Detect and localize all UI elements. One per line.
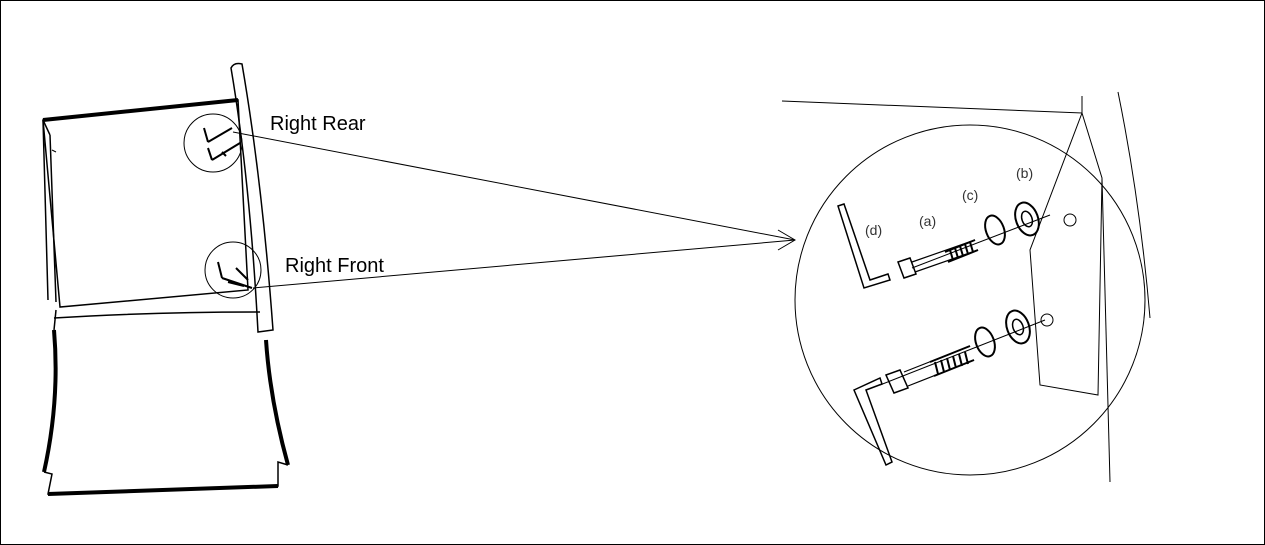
bottom-bolt-thread: [929, 345, 975, 377]
rear-fastener-sketch: [203, 127, 241, 161]
lower-body-right: [264, 339, 290, 466]
lower-base-line: [47, 484, 279, 496]
panel-left-inner: [51, 149, 57, 153]
top-hex-key-d: [837, 203, 891, 289]
part-label-c: (c): [962, 187, 978, 203]
bracket-vertical-line: [1101, 177, 1111, 483]
label-right-rear: Right Rear: [270, 113, 366, 135]
detail-magnify-circle: [794, 124, 1146, 476]
detail-view: [781, 91, 1151, 483]
lower-top-edge: [53, 311, 261, 319]
part-label-d: (d): [865, 222, 882, 238]
detail-top-line: [781, 96, 1083, 114]
label-right-front: Right Front: [285, 255, 384, 277]
part-label-b: (b): [1016, 165, 1033, 181]
callout-arrowhead: [777, 229, 796, 251]
front-fastener-sketch: [217, 261, 253, 289]
bottom-hex-key: [853, 376, 893, 467]
panel-left-side: [42, 119, 57, 303]
top-center-axis: [911, 214, 1051, 269]
bottom-lock-washer: [974, 326, 996, 358]
lower-body-left-thin: [53, 309, 57, 331]
bottom-center-axis: [879, 319, 1046, 386]
top-lock-washer-c: [984, 214, 1006, 246]
top-flat-washer-b-inner: [1020, 210, 1034, 228]
bottom-flat-washer: [1005, 309, 1031, 345]
mounting-bracket: [1029, 111, 1103, 396]
detail-right-line: [1117, 91, 1151, 319]
callout-rear-line: [232, 131, 796, 241]
bottom-flat-washer-inner: [1011, 318, 1025, 336]
part-label-a: (a): [919, 213, 936, 229]
side-rail: [230, 62, 274, 333]
bracket-hole-top: [1063, 213, 1077, 227]
right-rear-detail-circle: [183, 113, 243, 173]
top-bolt-head-a: [897, 257, 917, 279]
lower-body-left: [42, 329, 58, 473]
bracket-hole-bottom: [1040, 313, 1054, 327]
panel-box: [42, 99, 249, 308]
panel-top-edge: [42, 98, 239, 122]
top-flat-washer-b: [1014, 201, 1040, 237]
right-front-detail-circle: [204, 241, 262, 299]
callout-lines: [232, 131, 796, 289]
top-bolt-shank-a: [911, 239, 979, 273]
bottom-bolt-head: [884, 369, 910, 394]
callout-front-line: [252, 239, 796, 289]
left-assembly: [42, 62, 290, 496]
top-bolt-thread-a: [944, 239, 979, 263]
